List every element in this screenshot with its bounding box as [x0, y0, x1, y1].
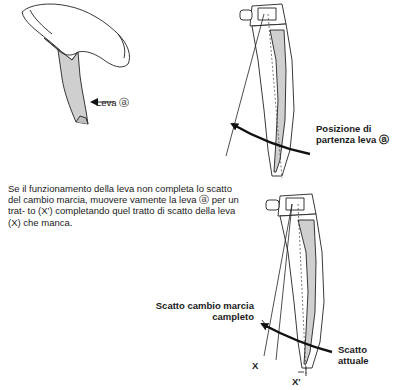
dimension-mark: X'	[292, 376, 308, 387]
swing-arrow	[232, 124, 310, 154]
stroke-label: Scatto attuale	[338, 344, 392, 366]
x-prime-tick	[306, 366, 307, 376]
position-label: Posizione di partenza leva ⓐ	[316, 123, 392, 145]
part-name: Leva ⓐ	[96, 97, 156, 108]
x-prime-tick	[298, 372, 304, 373]
instruction-note: Se il funzionamento della leva non compl…	[8, 183, 244, 228]
stroke-label: Scatto cambio marcia campleto	[128, 300, 254, 322]
lever-front-bottom	[264, 194, 324, 376]
dimension-mark: X	[252, 360, 266, 371]
x-tick	[262, 320, 268, 328]
lever-front-top	[226, 4, 294, 178]
stroke-arrow	[262, 324, 332, 352]
